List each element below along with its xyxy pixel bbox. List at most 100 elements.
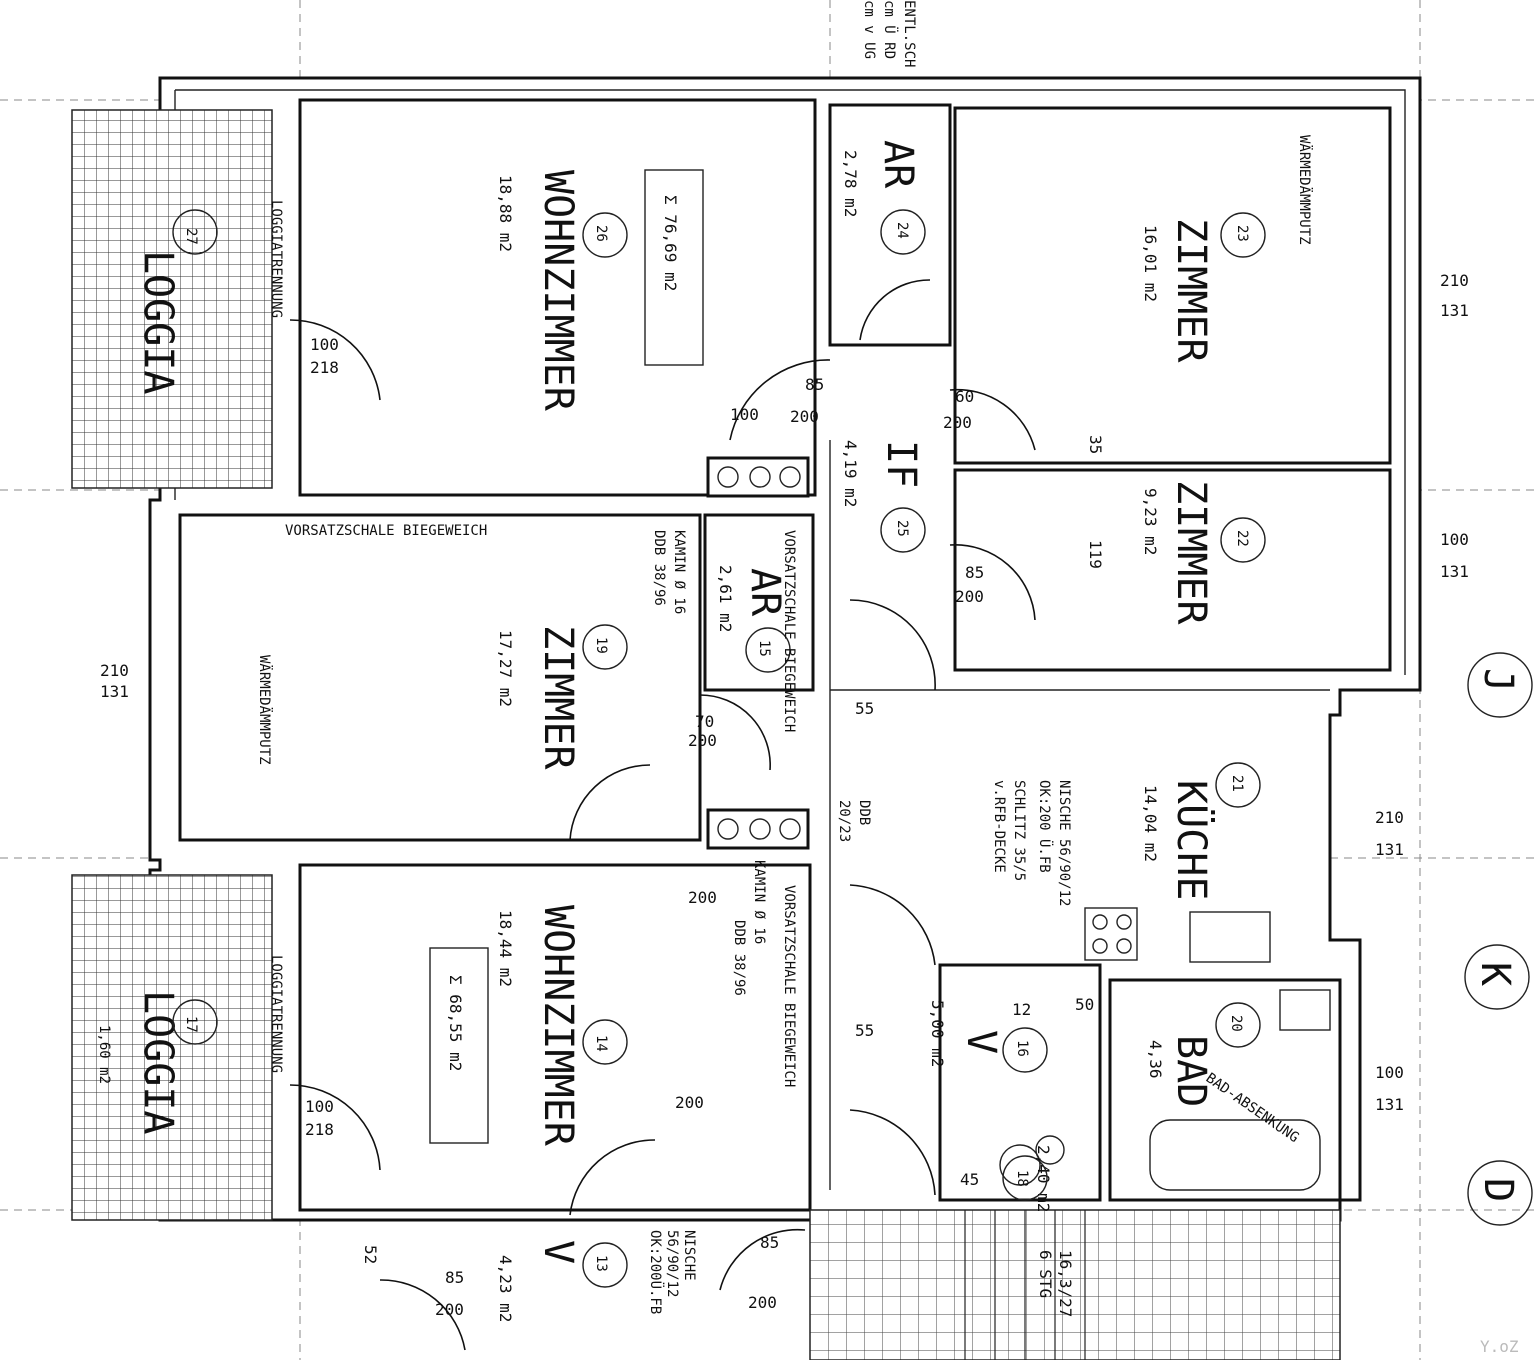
dimension-labels: 100 218 100 218 85 200 100 60 200 85 200…	[100, 271, 1469, 1319]
room-id-circles	[582, 209, 1266, 1288]
label-dims-d20_b: 200	[748, 1293, 777, 1312]
label-dims-d15_a: 100	[1375, 1063, 1404, 1082]
room-labels: WOHNZIMMER 18,88 m2 26 AR 2,78 m2 24 ZIM…	[496, 140, 1250, 1322]
label-dims-d13_a: 100	[1440, 530, 1469, 549]
room-20-area: 4,36	[1146, 1040, 1165, 1079]
label-dims-d4_a: 100	[730, 405, 759, 424]
room-25-id: 25	[894, 520, 910, 537]
label-dims-d31: 12	[1012, 1000, 1031, 1019]
label-dims-d1_b: 218	[310, 358, 339, 377]
note-nische-2: OK:200 Ü.FB	[1036, 780, 1054, 873]
room-13-name: V	[535, 1240, 581, 1264]
note-kamin-1: KAMIN Ø 16	[671, 530, 687, 614]
watermark: Y.oZ	[1480, 1337, 1519, 1356]
label-dims-d18: 200	[675, 1093, 704, 1112]
room-26-id: 26	[593, 225, 609, 242]
label-dims-d12_b: 131	[100, 682, 129, 701]
room-24-name: AR	[875, 140, 921, 189]
label-dims-d17: 200	[688, 888, 717, 907]
room-22-name: ZIMMER	[1168, 480, 1214, 625]
room-15-area: 2,61 m2	[716, 565, 735, 632]
label-dims-d14_a: 210	[1440, 271, 1469, 290]
room-21-area: 14,04 m2	[1141, 785, 1160, 862]
note-vorsatz-v2: VORSATZSCHALE BIEGEWEICH	[781, 885, 797, 1087]
room-18-area: 2,40 m2	[1034, 1145, 1053, 1212]
room-15-id: 15	[756, 640, 772, 657]
stairs-ratio: 16,3/27	[1056, 1250, 1075, 1317]
note-kamin-2: KAMIN Ø 16	[751, 860, 767, 944]
room-13-area: 4,23 m2	[496, 1255, 515, 1322]
room-20-id: 20	[1228, 1015, 1244, 1032]
label-dims-d5_b: 200	[943, 413, 972, 432]
room-14-id: 14	[593, 1035, 609, 1052]
label-dims-d14_b: 131	[1440, 301, 1469, 320]
label-dims-d25: 35	[1086, 435, 1105, 454]
note-top-3: cm v UG	[861, 0, 877, 59]
room-15-name: AR	[742, 568, 788, 617]
loggia-trennung-2: LOGGIATRENNUNG	[268, 955, 284, 1073]
bathroom-fixtures	[999, 907, 1331, 1191]
label-dims-d3_a: 85	[805, 375, 824, 394]
room-26-name: WOHNZIMMER	[535, 170, 581, 412]
label-dims-d20_a: 85	[760, 1233, 779, 1252]
room-23-area: 16,01 m2	[1141, 225, 1160, 302]
note-top-1: ENTL.SCH	[901, 0, 917, 67]
label-dims-d16_b: 131	[1375, 840, 1404, 859]
note-ddb-1: DDB 38/96	[651, 530, 667, 606]
room-24-area: 2,78 m2	[841, 150, 860, 217]
note-nische-1: NISCHE 56/90/12	[1056, 780, 1072, 906]
interior-walls	[178, 98, 1392, 1212]
room-23-name: ZIMMER	[1168, 218, 1214, 363]
label-dims-d6_b: 200	[955, 587, 984, 606]
room-21-id: 21	[1229, 775, 1245, 792]
note-waerme-2: WÄRMEDÄMMPUTZ	[256, 655, 274, 765]
stairwell: 6 STG 16,3/27	[809, 1209, 1341, 1360]
room-25-name: IF	[878, 440, 924, 488]
note-vorsatz-top: VORSATZSCHALE BIEGEWEICH	[285, 523, 487, 539]
note-ddb-4: 20/23	[836, 800, 852, 842]
room-19-id: 19	[593, 637, 609, 654]
label-dims-d8_a: 70	[695, 712, 714, 731]
room-26-area: 18,88 m2	[496, 175, 515, 252]
label-dims-d2_a: 100	[305, 1097, 334, 1116]
label-dims-d21: 55	[855, 699, 874, 718]
total-box-upper: Σ 76,69 m2	[644, 169, 704, 366]
label-dims-d19_b: 200	[435, 1300, 464, 1319]
loggia-lower-area: 1,60 m2	[96, 1025, 112, 1084]
room-16-area: 5,00 m2	[928, 1000, 947, 1067]
label-dims-d6_a: 85	[965, 563, 984, 582]
room-21-name: KÜCHE	[1168, 780, 1216, 900]
loggia-lower: LOGGIA LOGGIATRENNUNG 1,60 m2 17	[71, 874, 284, 1221]
room-25-area: 4,19 m2	[841, 440, 860, 507]
loggia-lower-label: LOGGIA	[135, 990, 181, 1135]
room-23-id: 23	[1234, 225, 1250, 242]
stairs-count: 6 STG	[1036, 1250, 1055, 1298]
label-dims-d19_a: 85	[445, 1268, 464, 1287]
note-schlitz-1: SCHLITZ 35/5	[1011, 780, 1027, 881]
room-13-id: 13	[593, 1255, 609, 1272]
note-nische-b1: NISCHE	[681, 1230, 697, 1281]
label-dims-d22: 55	[855, 1021, 874, 1040]
room-18-id: 18	[1014, 1170, 1030, 1187]
note-nische-b2: 56/90/12	[664, 1230, 680, 1297]
room-22-area: 9,23 m2	[1141, 488, 1160, 555]
note-vorsatz-v1: VORSATZSCHALE BIEGEWEICH	[781, 530, 797, 732]
room-16-name: V	[958, 1030, 1004, 1054]
note-top-2: cm Ü RD	[881, 0, 899, 59]
axis-j: J	[1475, 668, 1521, 692]
total-box-lower: Σ 68,55 m2	[429, 947, 489, 1144]
loggia-upper: LOGGIA LOGGIATRENNUNG 27	[71, 109, 284, 489]
label-dims-d33: 45	[960, 1170, 979, 1189]
label-dims-d34: 52	[361, 1245, 380, 1264]
room-14-area: 18,44 m2	[496, 910, 515, 987]
room-16-id: 16	[1014, 1040, 1030, 1057]
loggia-upper-id: 27	[183, 228, 199, 245]
label-dims-d2_b: 218	[305, 1120, 334, 1139]
loggia-trennung-1: LOGGIATRENNUNG	[268, 200, 284, 318]
chimney-block-lower	[706, 808, 810, 850]
label-dims-d5_a: 60	[955, 387, 974, 406]
label-dims-d8_b: 200	[688, 731, 717, 750]
room-22-id: 22	[1234, 530, 1250, 547]
note-ddb-2: DDB 38/96	[731, 920, 747, 996]
